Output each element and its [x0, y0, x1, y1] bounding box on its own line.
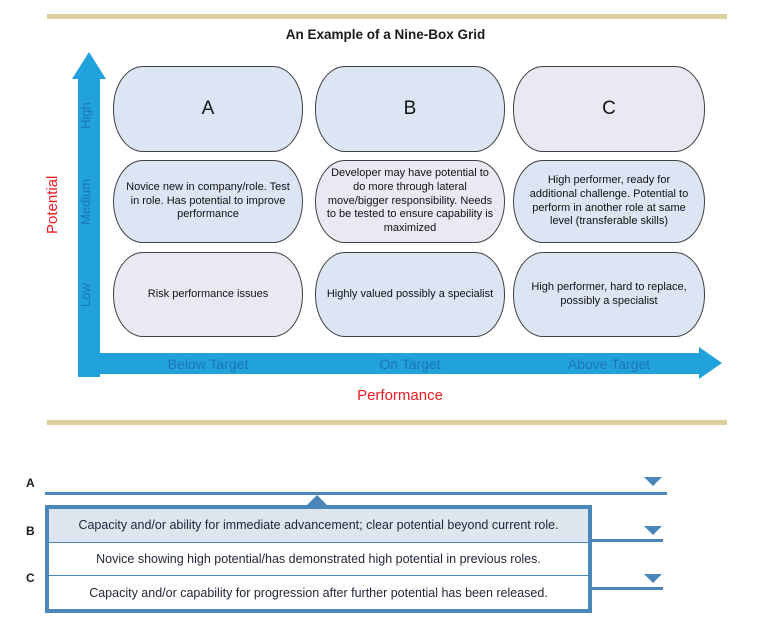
match-label-b: B [26, 524, 35, 538]
dropdown-arrow-a-icon[interactable] [644, 477, 662, 486]
x-tick-above-target: Above Target [567, 356, 651, 372]
page-title: An Example of a Nine-Box Grid [285, 27, 486, 42]
grid-cell-low-on: Highly valued possibly a specialist [315, 252, 505, 337]
match-label-c: C [26, 571, 35, 585]
dropdown-line-c[interactable] [590, 587, 663, 590]
dropdown-line-a[interactable] [45, 492, 667, 495]
y-axis-arrow-icon [72, 52, 106, 79]
grid-cell-medium-on: Developer may have potential to do more … [315, 160, 505, 243]
x-tick-on-target: On Target [379, 356, 441, 372]
y-tick-medium: Medium [78, 178, 93, 226]
y-axis-bar [78, 76, 100, 377]
x-axis-bar [78, 353, 700, 374]
x-tick-below-target: Below Target [167, 356, 249, 372]
grid-cell-high-below: A [113, 66, 303, 152]
grid-cell-medium-below: Novice new in company/role. Test in role… [113, 160, 303, 243]
bottom-divider [47, 420, 727, 425]
dropdown-option-1[interactable]: Capacity and/or ability for immediate ad… [49, 509, 588, 543]
dropdown-options-panel: Capacity and/or ability for immediate ad… [45, 505, 592, 613]
grid-cell-low-below: Risk performance issues [113, 252, 303, 337]
dropdown-option-3[interactable]: Capacity and/or capability for progressi… [49, 576, 588, 610]
x-axis-title: Performance [357, 387, 443, 404]
y-axis-title: Potential [44, 175, 61, 235]
dropdown-arrow-c-icon[interactable] [644, 574, 662, 583]
grid-cell-low-above: High performer, hard to replace, possibl… [513, 252, 705, 337]
y-tick-high: High [78, 102, 93, 130]
dropdown-panel-pointer-icon [307, 495, 327, 505]
dropdown-line-b[interactable] [590, 539, 663, 542]
dropdown-arrow-b-icon[interactable] [644, 526, 662, 535]
dropdown-option-2[interactable]: Novice showing high potential/has demons… [49, 542, 588, 577]
grid-cell-high-above: C [513, 66, 705, 152]
grid-cell-high-on: B [315, 66, 505, 152]
grid-cell-medium-above: High performer, ready for additional cha… [513, 160, 705, 243]
y-tick-low: Low [78, 283, 93, 307]
top-divider [47, 14, 727, 19]
match-label-a: A [26, 476, 35, 490]
x-axis-arrow-icon [699, 347, 722, 379]
